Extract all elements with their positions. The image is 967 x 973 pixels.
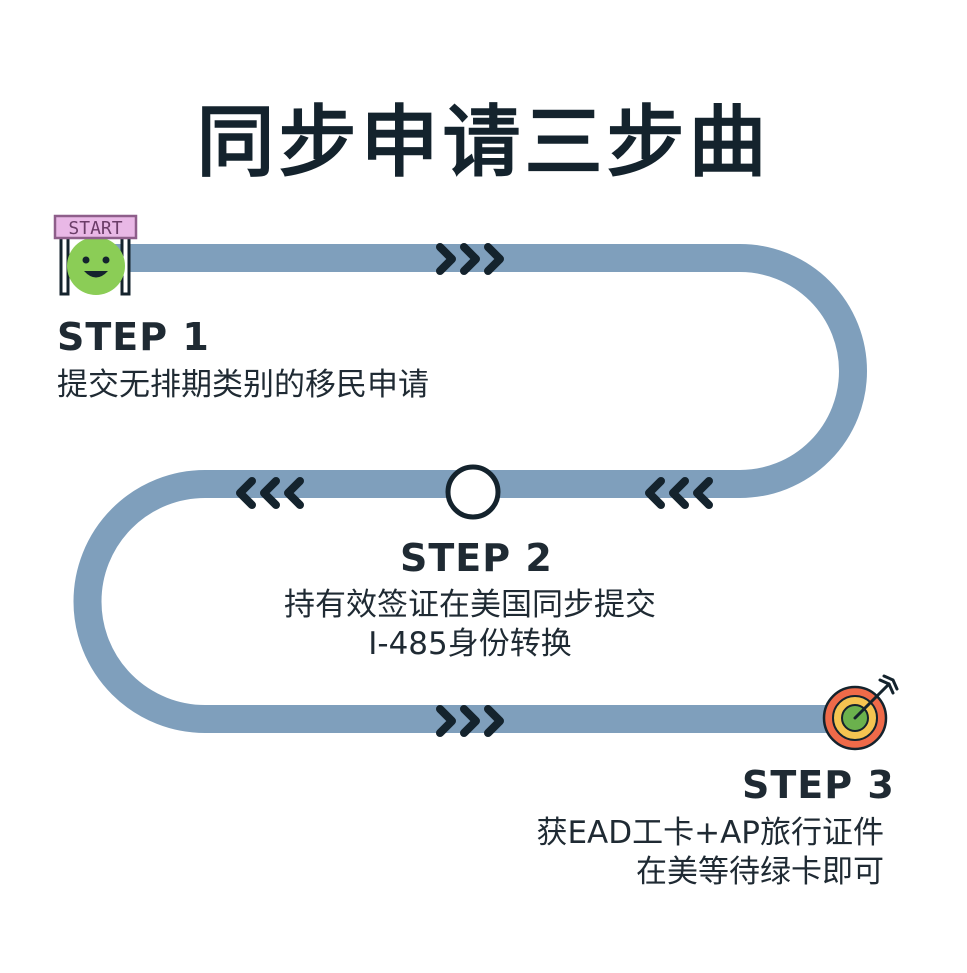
step-3-heading: STEP 3 — [742, 763, 895, 807]
step-3-desc-line: 在美等待绿卡即可 — [636, 853, 884, 890]
step-1-description: 提交无排期类别的移民申请 — [57, 366, 429, 405]
step-3-description: 获EAD工卡+AP旅行证件 在美等待绿卡即可 — [400, 814, 884, 892]
step-3-desc-line: 获EAD工卡+AP旅行证件 — [536, 815, 884, 851]
checkpoint-circle-icon — [445, 464, 501, 520]
step-2-heading: STEP 2 — [400, 536, 553, 580]
start-sign-text: START — [68, 218, 122, 239]
step-2-description: 持有效签证在美国同步提交 I-485身份转换 — [180, 586, 760, 664]
step-2-desc-line: I-485身份转换 — [368, 625, 572, 662]
chevrons-right-bottom — [436, 705, 504, 737]
page-title: 同步申请三步曲 — [196, 98, 771, 189]
step-1-heading: STEP 1 — [57, 315, 210, 359]
start-sign-icon: START — [53, 214, 138, 296]
smiley-face-icon — [67, 237, 125, 295]
chevrons-left-middle-left — [236, 477, 304, 509]
step-1-desc-line: 提交无排期类别的移民申请 — [57, 367, 429, 403]
chevrons-left-middle-right — [645, 477, 713, 509]
step-2-desc-line: 持有效签证在美国同步提交 — [284, 587, 656, 623]
chevrons-right-top — [436, 243, 504, 275]
target-dartboard-icon — [822, 674, 899, 751]
